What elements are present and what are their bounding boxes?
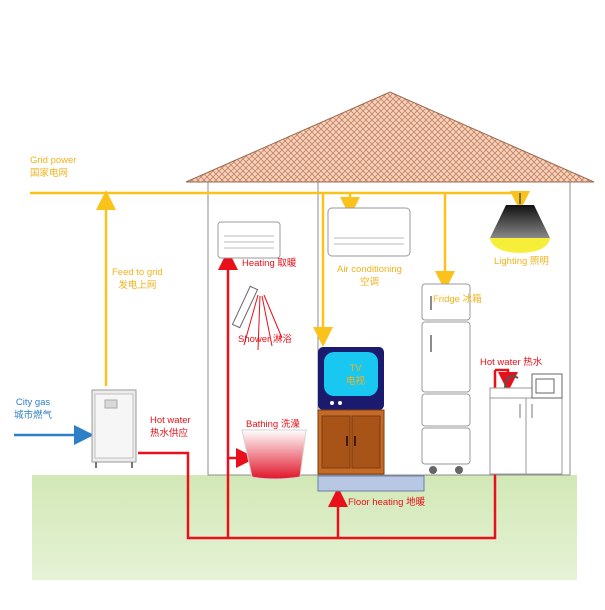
kitchen-sink-icon [489, 374, 563, 475]
ac-unit-icon [327, 207, 411, 257]
floor-heating-mat [317, 475, 425, 492]
tv-cabinet [317, 409, 385, 475]
bathtub-icon [241, 429, 307, 480]
ground [32, 475, 577, 580]
shower-label: Shower 淋浴 [238, 334, 292, 345]
refrigerator-icon [421, 283, 471, 474]
lighting-label: Lighting 照明 [494, 256, 549, 267]
bathing-label: Bathing 洗澡 [246, 419, 300, 430]
television-icon [318, 347, 384, 410]
hot-water-pipes [138, 250, 518, 540]
shower-head-icon [231, 285, 283, 351]
ceiling-lamp-icon [490, 193, 550, 253]
fridge-label: Fridge 冰箱 [433, 294, 482, 305]
tv-label: TV 电视 [346, 363, 366, 387]
hot-water-supply-label: Hot water 热水供应 [150, 415, 191, 439]
grid-power-label: Grid power 国家电网 [30, 155, 77, 179]
roof [185, 91, 595, 183]
wall-heater-icon [217, 221, 281, 259]
hot-water-kitchen-label: Hot water 热水 [480, 357, 543, 368]
air-conditioning-label: Air conditioning 空调 [337, 264, 402, 288]
heating-label: Heating 取暖 [242, 258, 297, 269]
city-gas-label: City gas 城市燃气 [14, 397, 53, 421]
floor-heating-label: Floor heating 地暖 [348, 497, 426, 508]
feed-to-grid-label: Feed to grid 发电上网 [112, 267, 163, 291]
fuel-cell-unit-icon [91, 389, 137, 468]
microwave-icon [531, 373, 563, 399]
